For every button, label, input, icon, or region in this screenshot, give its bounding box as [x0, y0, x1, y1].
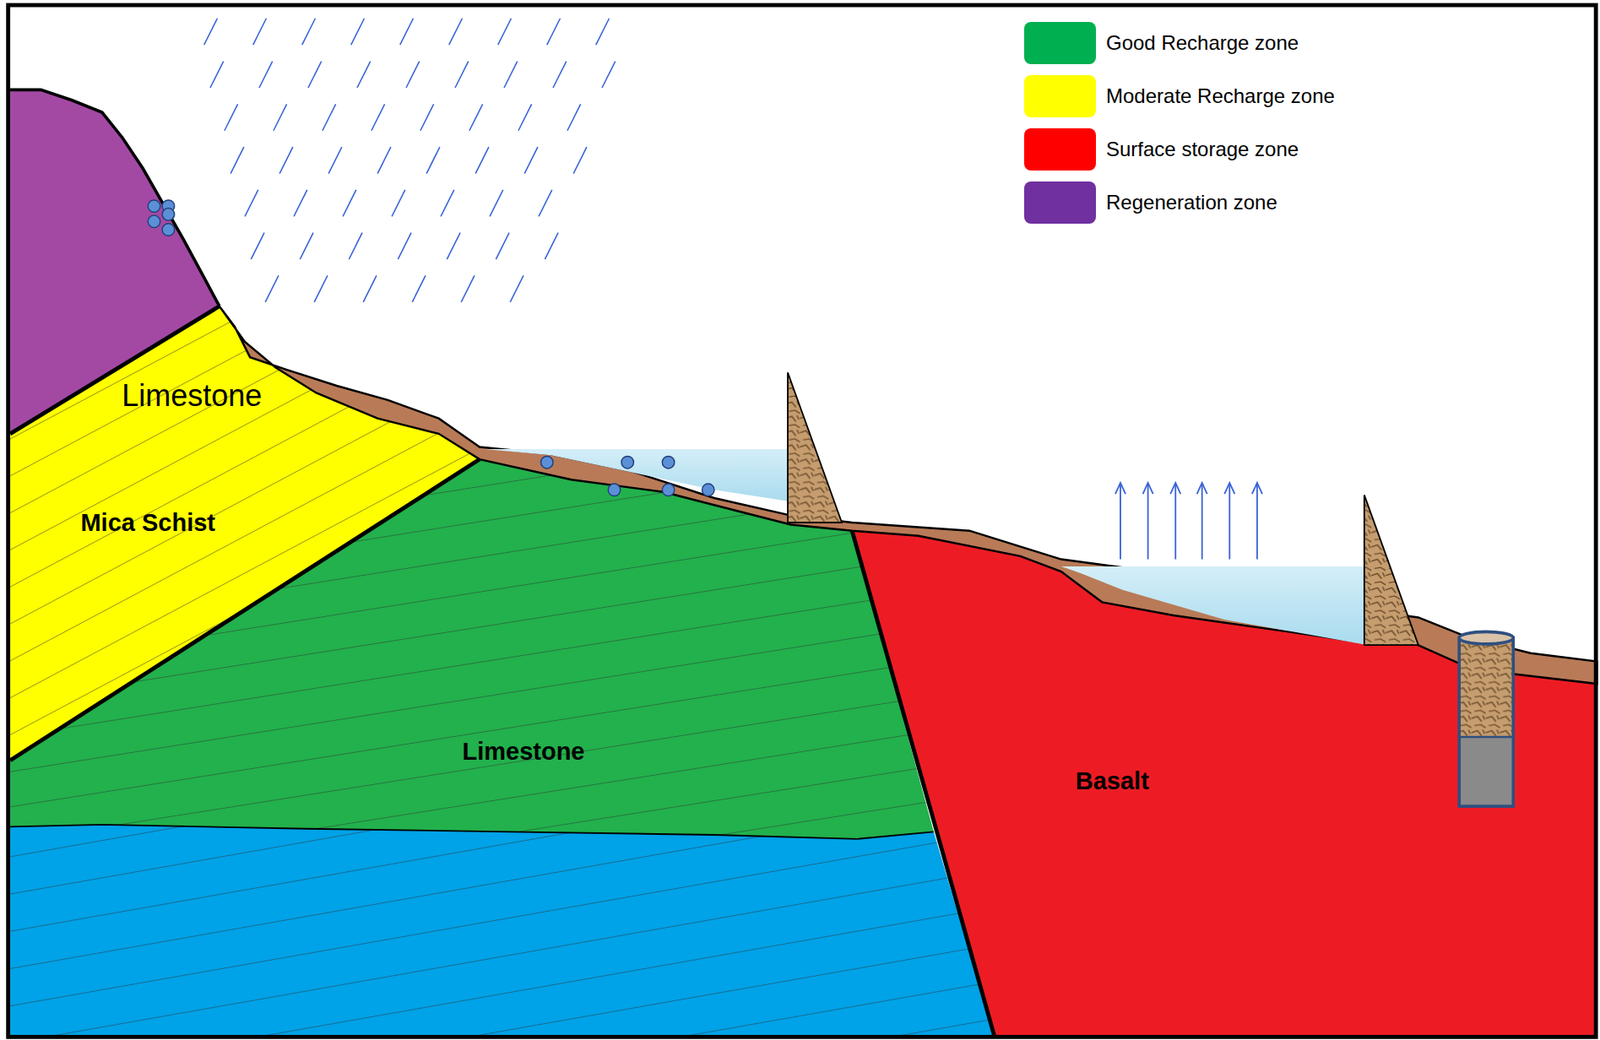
rock-label: Basalt	[1075, 767, 1150, 796]
rain-dash	[224, 103, 239, 131]
check-dam-pond	[484, 449, 794, 503]
basalt-zone	[851, 531, 1597, 1039]
legend-swatch	[1024, 128, 1096, 171]
legend-row: Regeneration zone	[1024, 180, 1335, 225]
legend-text: Moderate Recharge zone	[1106, 84, 1335, 109]
rain-dash	[518, 103, 532, 131]
rain-dash	[498, 18, 512, 45]
rain-dash	[279, 146, 293, 174]
rain-dash	[573, 146, 587, 174]
rain-dash	[250, 233, 265, 260]
evaporation-arrow	[1224, 482, 1235, 560]
rock-layers	[10, 89, 1597, 1038]
water-structures	[147, 200, 1514, 807]
evaporation-arrow	[1252, 482, 1263, 560]
evaporation-arrows	[1115, 482, 1263, 560]
rain-dash	[348, 233, 363, 260]
check-dam	[787, 372, 842, 523]
rain-dash	[461, 275, 475, 302]
rain-dash	[446, 233, 461, 260]
hill-outline	[10, 89, 220, 306]
legend-swatch	[1024, 21, 1096, 65]
rain-dash	[391, 189, 406, 217]
boundary-line	[10, 459, 480, 761]
rain-dash	[351, 18, 365, 45]
rain-dash	[265, 275, 279, 302]
rain-dash	[377, 146, 391, 174]
evaporation-arrow	[1115, 482, 1126, 560]
rain-dash	[495, 233, 510, 260]
rainfall	[204, 18, 616, 303]
legend-row: Good Recharge zone	[1024, 21, 1335, 66]
check-dam	[1364, 494, 1419, 646]
rain-dash	[509, 275, 524, 302]
rain-dash	[230, 146, 245, 174]
legend-row: Surface storage zone	[1024, 127, 1335, 172]
legend-row: Moderate Recharge zone	[1024, 74, 1335, 119]
rain-dash	[397, 233, 412, 260]
rain-dash	[602, 61, 616, 88]
rain-dash	[293, 189, 308, 217]
storage-pond	[1061, 566, 1368, 646]
rock-label: Limestone	[121, 378, 262, 414]
rain-dash	[489, 189, 504, 217]
rain-dash	[253, 18, 267, 45]
rain-dash	[420, 103, 434, 131]
frame	[8, 5, 1596, 1037]
rain-dash	[328, 146, 342, 174]
rain-dash	[342, 189, 357, 217]
rain-dash	[553, 61, 567, 88]
rain-dash	[406, 61, 420, 88]
rain-dash	[302, 18, 316, 45]
boundary-line	[10, 824, 934, 840]
rain-dash	[308, 61, 322, 88]
rain-dash	[567, 103, 581, 131]
rain-dash	[259, 61, 273, 88]
legend-swatch	[1024, 75, 1096, 118]
rain-dash	[371, 103, 386, 131]
rain-dash	[363, 275, 377, 302]
dug-well	[1458, 631, 1514, 807]
rain-dash	[204, 18, 218, 45]
hatching	[10, 824, 995, 1039]
legend-text: Good Recharge zone	[1106, 31, 1299, 55]
rain-dash	[524, 146, 538, 174]
evaporation-arrow	[1197, 482, 1208, 560]
rain-dash	[455, 61, 469, 88]
rain-dash	[475, 146, 489, 174]
rain-dash	[596, 18, 610, 45]
rain-dash	[544, 233, 559, 260]
rain-dash	[322, 103, 337, 131]
rain-dash	[504, 61, 518, 88]
rain-dash	[426, 146, 440, 174]
rock-label: Limestone	[461, 737, 585, 766]
rain-dash	[273, 103, 288, 131]
boundary-line	[10, 306, 220, 434]
rain-dash	[538, 189, 553, 217]
rain-dash	[449, 18, 463, 45]
rain-dash	[314, 275, 328, 302]
rock-label: Mica Schist	[80, 509, 216, 537]
rain-dash	[400, 18, 414, 45]
rain-dash	[547, 18, 561, 45]
rain-dash	[244, 189, 259, 217]
rain-dash	[357, 61, 371, 88]
rain-dash	[469, 103, 483, 131]
evaporation-arrow	[1143, 482, 1154, 560]
rain-dash	[412, 275, 426, 302]
rain-dash	[440, 189, 455, 217]
legend-text: Surface storage zone	[1106, 137, 1299, 162]
rain-dash	[299, 233, 314, 260]
legend-text: Regeneration zone	[1106, 190, 1278, 215]
aquifer-zone	[10, 824, 995, 1039]
infiltration-dots	[147, 200, 715, 497]
rain-dash	[210, 61, 224, 88]
evaporation-arrow	[1170, 482, 1181, 560]
legend: Good Recharge zoneModerate Recharge zone…	[1024, 21, 1335, 234]
legend-swatch	[1024, 181, 1096, 224]
fault-line	[851, 531, 995, 1039]
